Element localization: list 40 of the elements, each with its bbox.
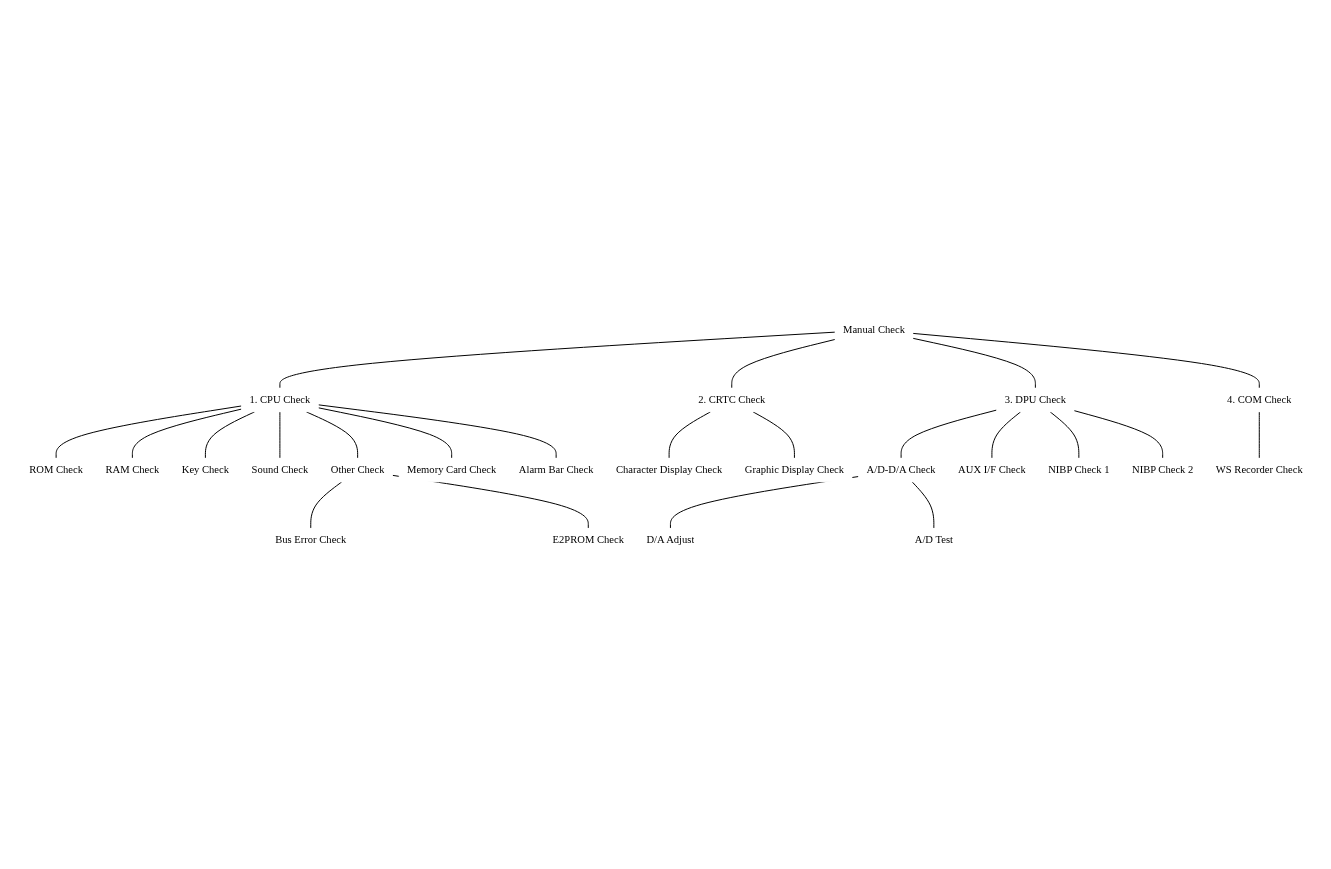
connector	[752, 410, 795, 459]
connector	[911, 337, 1036, 389]
node-text: 4. COM Check	[1226, 393, 1291, 405]
connector	[317, 403, 557, 459]
node-text: D/A Adjust	[645, 533, 694, 545]
node-text: NIBP Check 2	[1131, 463, 1193, 475]
connector	[131, 408, 242, 459]
connector	[990, 410, 1021, 459]
connector	[1073, 409, 1163, 459]
node-text: ROM Check	[28, 463, 83, 475]
connector	[911, 332, 1260, 389]
node-text: 2. CRTC Check	[697, 393, 765, 405]
node-text: Key Check	[181, 463, 229, 475]
node-text: Sound Check	[251, 463, 308, 475]
node-text: WS Recorder Check	[1215, 463, 1303, 475]
node-text: E2PROM Check	[552, 533, 624, 545]
node-text: 3. DPU Check	[1004, 393, 1066, 405]
connector	[1258, 410, 1260, 459]
connector	[309, 480, 342, 529]
node-text: Manual Check	[842, 323, 905, 335]
connector	[911, 480, 934, 529]
connector	[317, 406, 452, 459]
node-text: Bus Error Check	[274, 533, 346, 545]
node-text: AUX I/F Check	[957, 463, 1026, 475]
node-text: NIBP Check 1	[1047, 463, 1110, 475]
node-text: Alarm Bar Check	[518, 463, 593, 475]
node-text: Character Display Check	[615, 463, 722, 475]
connector	[1049, 410, 1079, 459]
node-text: Other Check	[330, 463, 385, 475]
node-text: A/D Test	[914, 533, 953, 545]
connector	[204, 410, 255, 459]
connector	[305, 410, 358, 459]
node-text: 1. CPU Check	[248, 393, 310, 405]
connector	[730, 338, 836, 389]
node-text: RAM Check	[104, 463, 159, 475]
connector	[55, 404, 242, 459]
connector	[900, 409, 997, 459]
connector	[668, 410, 711, 459]
connector	[278, 331, 836, 389]
node-text: A/D-D/A Check	[866, 463, 936, 475]
